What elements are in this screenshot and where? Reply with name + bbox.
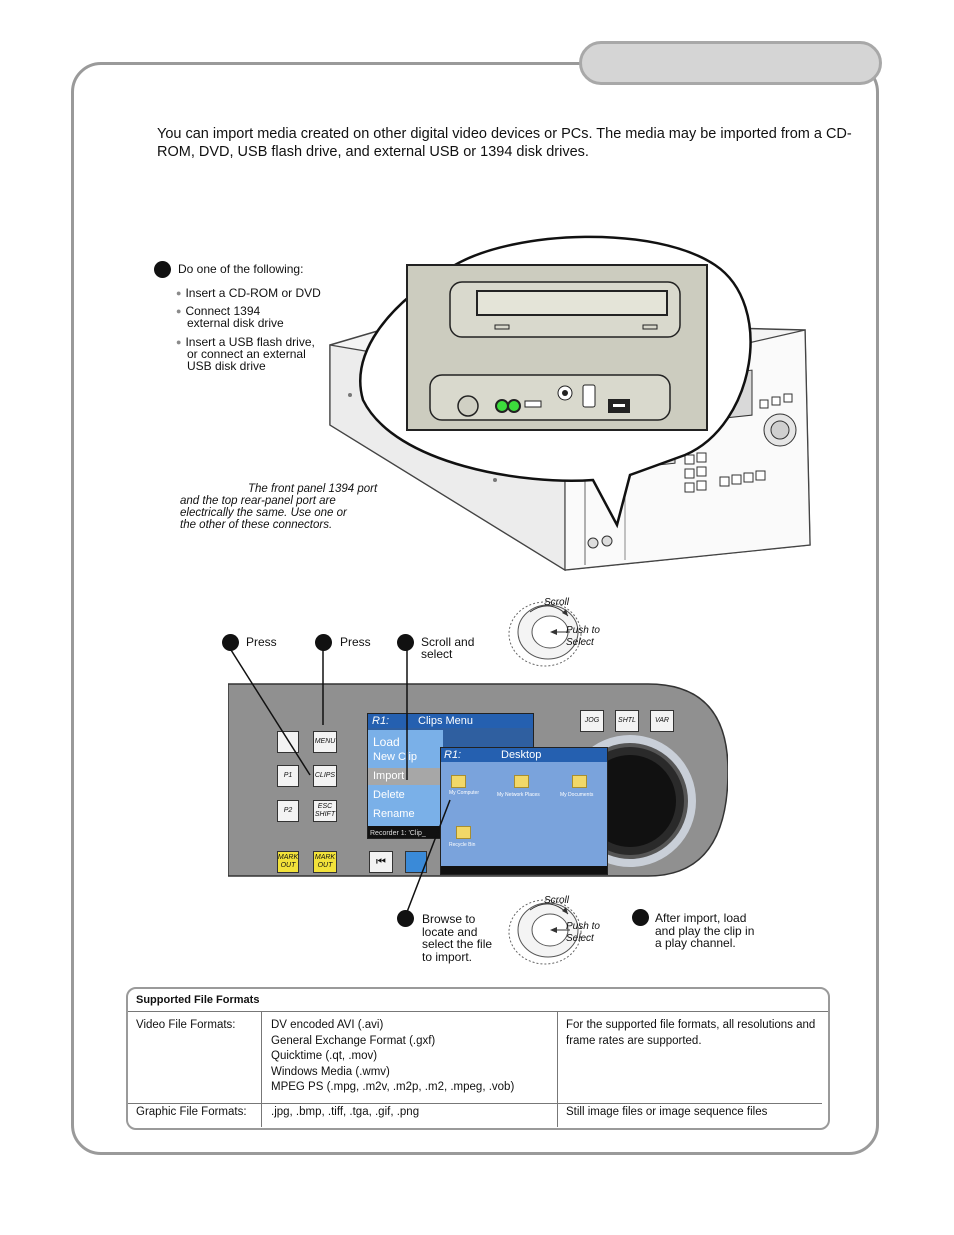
clips-button[interactable]: CLIPS xyxy=(313,765,337,787)
knob-push-label: Push to xyxy=(566,625,600,636)
esc-shift-button[interactable]: ESC SHIFT xyxy=(313,800,337,822)
rewind-button[interactable]: ⏮ xyxy=(369,851,393,873)
folder-icon[interactable] xyxy=(456,826,471,839)
step-marker xyxy=(397,910,414,927)
mark-label: MARK xyxy=(314,854,336,861)
esc-label: ESC xyxy=(317,803,333,810)
desktop-screen: R1: Desktop My Computer My Network Place… xyxy=(440,747,608,875)
desktop-item[interactable]: My Computer xyxy=(449,790,480,796)
var-button[interactable]: VAR xyxy=(650,710,674,732)
table-note: For the supported file formats, all reso… xyxy=(566,1019,816,1031)
note-line: electrically the same. Use one or xyxy=(180,507,347,519)
out-label: OUT xyxy=(317,862,333,869)
intro-text: You can import media created on other di… xyxy=(157,126,852,160)
table-note: frame rates are supported. xyxy=(566,1035,702,1047)
step-scroll-label: Scroll and xyxy=(421,635,475,649)
step-marker xyxy=(154,261,171,278)
step-after-label: and play the clip in xyxy=(655,924,755,938)
step-marker xyxy=(397,634,414,651)
clips-menu-item[interactable]: New Clip xyxy=(373,751,418,763)
table-format: .jpg, .bmp, .tiff, .tga, .gif, .png xyxy=(271,1106,420,1118)
clips-menu-selection xyxy=(368,768,443,785)
step1-option-cont: or connect an external xyxy=(187,347,306,361)
table-format: DV encoded AVI (.avi) xyxy=(271,1019,384,1031)
formats-table xyxy=(126,987,830,1130)
step1-option: Connect 1394 xyxy=(176,305,260,318)
clips-menu-item[interactable]: Delete xyxy=(373,789,405,801)
desktop-title: Desktop xyxy=(501,749,542,761)
shtl-button[interactable]: SHTL xyxy=(615,710,639,732)
clips-menu-item[interactable]: Import xyxy=(373,770,405,782)
table-format: General Exchange Format (.gxf) xyxy=(271,1035,436,1047)
knob-scroll-label: Scroll xyxy=(544,597,570,608)
note-line: the other of these connectors. xyxy=(180,519,333,531)
step-browse-label: select the file xyxy=(422,937,493,951)
step-browse-label: Browse to xyxy=(422,912,476,926)
mark-out-button[interactable]: MARK OUT xyxy=(313,851,337,873)
step-scroll-label: select xyxy=(421,647,453,661)
clips-menu-item[interactable]: Load xyxy=(373,735,400,749)
rewind-icon: ⏮ xyxy=(376,856,386,868)
table-row-label: Graphic File Formats: xyxy=(136,1106,247,1118)
step1-option: Insert a CD-ROM or DVD xyxy=(176,287,320,300)
step-marker xyxy=(315,634,332,651)
leader-lines xyxy=(230,650,451,913)
menu-button[interactable]: MENU xyxy=(313,731,337,753)
table-column-divider xyxy=(557,1012,558,1127)
step-after-label: After import, load xyxy=(655,911,747,925)
desktop-statusbar xyxy=(441,866,607,874)
step1-option-cont: external disk drive xyxy=(187,316,284,330)
p2-button[interactable]: P2 xyxy=(277,800,299,822)
step-browse-label: locate and xyxy=(422,925,478,939)
desktop-item[interactable]: My Network Places xyxy=(497,792,540,798)
page-frame xyxy=(71,62,879,1155)
knob-scroll-label: Scroll xyxy=(544,895,570,906)
table-format: Windows Media (.wmv) xyxy=(271,1066,390,1078)
desktop-item[interactable]: My Documents xyxy=(560,792,594,798)
step1-label: Do one of the following: xyxy=(178,262,304,276)
table-divider xyxy=(128,1103,822,1104)
note-line: and the top rear-panel port are xyxy=(180,495,336,507)
step-browse-label: to import. xyxy=(422,950,473,964)
table-note: Still image files or image sequence file… xyxy=(566,1106,768,1118)
mark-label: MARK xyxy=(277,854,299,861)
clips-menu-header xyxy=(368,714,533,728)
note-line: The front panel 1394 port xyxy=(248,483,378,495)
knob-push-label: Select xyxy=(566,933,594,944)
folder-icon[interactable] xyxy=(514,775,529,788)
jog-knob-icon xyxy=(508,899,582,965)
table-divider xyxy=(128,1011,828,1012)
shift-label: SHIFT xyxy=(314,811,336,818)
clips-menu-title: Clips Menu xyxy=(418,715,474,727)
clips-menu-item[interactable]: Rename xyxy=(373,808,415,820)
p1-button[interactable]: P1 xyxy=(277,765,299,787)
jog-button[interactable]: JOG xyxy=(580,710,604,732)
mark-out-button[interactable]: MARK OUT xyxy=(277,851,299,873)
clips-menu-channel: R1: xyxy=(372,715,390,727)
device-illustration xyxy=(329,235,811,572)
clips-menu-status: Recorder 1: 'Clip_ xyxy=(370,830,426,837)
table-format: MPEG PS (.mpg, .m2v, .m2p, .m2, .mpeg, .… xyxy=(271,1081,515,1093)
header-tab xyxy=(579,41,882,85)
step1-option: Insert a USB flash drive, xyxy=(176,336,314,349)
out-label: OUT xyxy=(280,862,296,869)
desktop-item[interactable]: Recycle Bin xyxy=(449,842,476,848)
step1-option-cont: USB disk drive xyxy=(187,359,266,373)
knob-push-label: Push to xyxy=(566,921,600,932)
folder-icon[interactable] xyxy=(572,775,587,788)
table-row-label: Video File Formats: xyxy=(136,1019,236,1031)
table-format: Quicktime (.qt, .mov) xyxy=(271,1050,378,1062)
jog-knob-icon xyxy=(508,601,582,667)
knob-push-label: Select xyxy=(566,637,594,648)
table-column-divider xyxy=(261,1012,262,1127)
step-press-label: Press xyxy=(340,635,371,649)
step-marker xyxy=(632,909,649,926)
folder-icon[interactable] xyxy=(451,775,466,788)
desktop-header xyxy=(441,748,607,762)
table-title: Supported File Formats xyxy=(136,994,260,1006)
step-marker xyxy=(222,634,239,651)
step-press-label: Press xyxy=(246,635,277,649)
desktop-channel: R1: xyxy=(444,749,462,761)
step-after-label: a play channel. xyxy=(655,936,736,950)
